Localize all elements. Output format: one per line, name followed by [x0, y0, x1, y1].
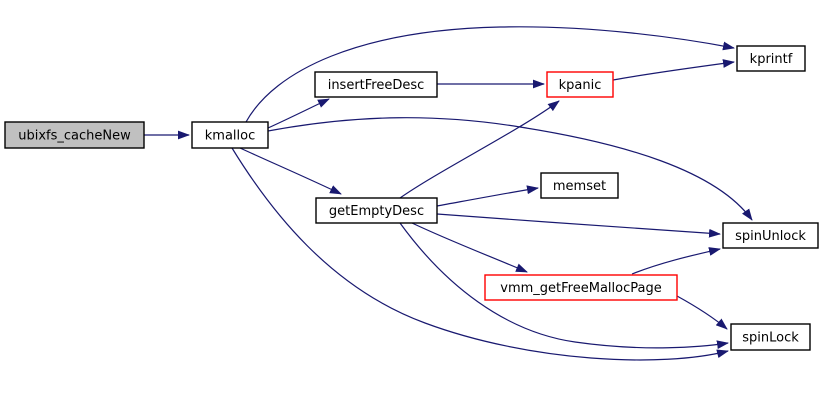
- node-box-vmm_getFreeMallocPage[interactable]: [484, 274, 678, 301]
- edge-getEmptyDesc-to-vmm_getFreeMallocPage: [411, 222, 528, 273]
- edge-kpanic-to-kprintf: [612, 59, 735, 81]
- edge-getEmptyDesc-to-spinUnlock: [436, 213, 721, 238]
- node-label-spinUnlock: spinUnlock: [735, 229, 806, 244]
- node-box-kprintf[interactable]: [736, 45, 806, 72]
- node-kpanic[interactable]: kpanic: [546, 71, 614, 98]
- node-label-kprintf: kprintf: [750, 52, 793, 67]
- edge-kmalloc-to-insertFreeDesc: [267, 98, 330, 129]
- node-label-vmm_getFreeMallocPage: vmm_getFreeMallocPage: [500, 281, 661, 296]
- edge-getEmptyDesc-to-memset: [436, 185, 539, 207]
- node-label-kmalloc: kmalloc: [205, 129, 255, 144]
- node-vmm_getFreeMallocPage[interactable]: vmm_getFreeMallocPage: [484, 274, 678, 301]
- edge-getEmptyDesc-to-kpanic: [399, 100, 560, 199]
- node-box-kpanic[interactable]: [546, 71, 614, 98]
- node-memset[interactable]: memset: [540, 172, 619, 199]
- node-insertFreeDesc[interactable]: insertFreeDesc: [314, 71, 438, 98]
- node-label-ubixfs_cacheNew: ubixfs_cacheNew: [18, 129, 131, 144]
- node-ubixfs_cacheNew[interactable]: ubixfs_cacheNew: [4, 121, 145, 149]
- node-box-getEmptyDesc[interactable]: [315, 197, 438, 224]
- edge-getEmptyDesc-to-spinLock: [399, 222, 729, 350]
- node-label-spinLock: spinLock: [742, 331, 799, 346]
- node-box-spinUnlock[interactable]: [722, 222, 819, 249]
- edge-kmalloc-to-kprintf: [245, 26, 735, 123]
- node-box-memset[interactable]: [540, 172, 619, 199]
- nodes-layer: ubixfs_cacheNew kmalloc insertFreeDesc kpan…: [4, 45, 819, 351]
- edges-layer: [144, 26, 753, 361]
- node-spinUnlock[interactable]: spinUnlock: [722, 222, 819, 249]
- node-kprintf[interactable]: kprintf: [736, 45, 806, 72]
- node-box-ubixfs_cacheNew[interactable]: [4, 121, 145, 149]
- edge-vmm_getFreeMallocPage-to-spinLock: [676, 295, 728, 330]
- edge-kmalloc-to-spinUnlock: [267, 117, 753, 221]
- node-box-spinLock[interactable]: [730, 323, 811, 351]
- edge-kmalloc-to-getEmptyDesc: [239, 147, 342, 195]
- node-label-memset: memset: [553, 179, 606, 194]
- node-kmalloc[interactable]: kmalloc: [191, 121, 269, 149]
- node-getEmptyDesc[interactable]: getEmptyDesc: [315, 197, 438, 224]
- node-label-getEmptyDesc: getEmptyDesc: [329, 204, 424, 219]
- node-box-kmalloc[interactable]: [191, 121, 269, 149]
- edge-vmm_getFreeMallocPage-to-spinUnlock: [631, 247, 721, 275]
- node-spinLock[interactable]: spinLock: [730, 323, 811, 351]
- node-label-kpanic: kpanic: [559, 78, 602, 93]
- node-label-insertFreeDesc: insertFreeDesc: [328, 78, 425, 93]
- edge-kmalloc-to-spinLock: [231, 147, 729, 361]
- node-box-insertFreeDesc[interactable]: [314, 71, 438, 98]
